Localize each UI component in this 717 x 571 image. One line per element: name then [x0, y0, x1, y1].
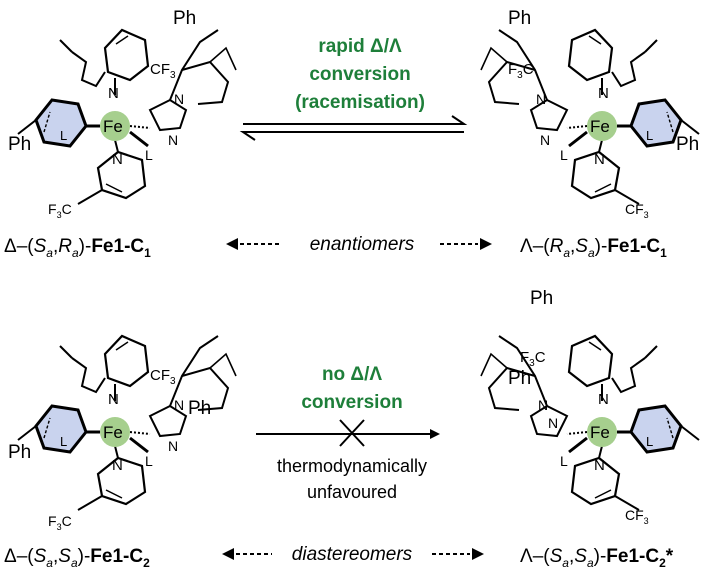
- phenyl-label: Ph: [676, 134, 699, 155]
- f3c-label: F3C: [48, 513, 72, 532]
- n-atom-label: N: [112, 457, 123, 474]
- phenyl-label: Ph: [8, 134, 31, 155]
- cf3-label: CF3: [150, 367, 176, 387]
- forward-half-arrow: [243, 115, 468, 125]
- phenyl-label: Ph: [508, 8, 531, 29]
- blocked-line-2: conversion: [301, 392, 402, 413]
- ligand-l-label: L: [646, 434, 653, 449]
- phenyl-label: Ph: [173, 8, 196, 29]
- n-atom-label: N: [168, 132, 178, 148]
- diastereomers-relation: diastereomers: [222, 544, 484, 565]
- n-atom-label: N: [174, 91, 184, 107]
- enantiomers-relation: enantiomers: [226, 234, 492, 255]
- f3c-label: F3C: [520, 349, 546, 369]
- f3c-label: F3C: [48, 201, 72, 220]
- blocked-conversion: no Δ/Λ conversion thermodynamically unfa…: [256, 364, 440, 502]
- cross-mark: [339, 419, 365, 447]
- complex-top-right: Fe Ph Ph N N N N L L F3C CF3: [479, 8, 701, 220]
- f3c-label: F3C: [508, 61, 534, 81]
- ligand-l-label: L: [145, 453, 153, 469]
- fe-atom-label: Fe: [103, 423, 123, 442]
- ligand-l-label: L: [60, 128, 67, 143]
- phenyl-label: Ph: [508, 368, 531, 389]
- n-atom-label: N: [108, 85, 119, 102]
- n-atom-label: N: [108, 391, 119, 408]
- ligand-l-label: L: [145, 147, 153, 163]
- fe-atom-label: Fe: [590, 423, 610, 442]
- compound-label-top-left: Δ–(Sa,Ra)-Fe1-C1: [4, 236, 151, 260]
- ligand-l-label: L: [60, 434, 67, 449]
- n-atom-label: N: [112, 151, 123, 168]
- fe-atom-label: Fe: [590, 117, 610, 136]
- fe-atom-label: Fe: [103, 117, 123, 136]
- n-atom-label: N: [594, 151, 605, 168]
- compound-label-top-right: Λ–(Ra,Sa)-Fe1-C1: [520, 236, 667, 260]
- equilibrium-line-2: conversion: [309, 64, 410, 85]
- cf3-label: CF3: [625, 201, 649, 220]
- ligand-l-label: L: [560, 453, 568, 469]
- cf3-label: CF3: [625, 507, 649, 526]
- compound-label-bottom-left: Δ–(Sa,Sa)-Fe1-C2: [4, 546, 150, 570]
- n-atom-label: N: [538, 397, 548, 413]
- phenyl-label: Ph: [8, 442, 31, 463]
- reason-line-2: unfavoured: [307, 482, 397, 502]
- n-atom-label: N: [548, 415, 558, 431]
- ligand-l-label: L: [560, 147, 568, 163]
- n-atom-label: N: [174, 397, 184, 413]
- complex-bottom-right: Fe Ph Ph N N N N L L F3C CF3: [479, 288, 701, 526]
- enantiomers-label: enantiomers: [310, 234, 415, 255]
- equilibrium-line-1: rapid Δ/Λ: [318, 36, 402, 57]
- reverse-half-arrow: [239, 131, 464, 141]
- complex-top-left: Fe Ph Ph N N N N L L CF3 F3C: [8, 8, 238, 220]
- n-atom-label: N: [598, 391, 609, 408]
- n-atom-label: N: [536, 91, 546, 107]
- n-atom-label: N: [594, 457, 605, 474]
- n-atom-label: N: [168, 438, 178, 454]
- n-atom-label: N: [598, 85, 609, 102]
- equilibrium-line-3: (racemisation): [295, 92, 425, 113]
- diastereomers-label: diastereomers: [292, 544, 413, 565]
- complex-bottom-left: Fe Ph Ph N N N N L L CF3 F3C: [8, 334, 238, 532]
- reason-line-1: thermodynamically: [277, 456, 427, 476]
- ligand-l-label: L: [646, 128, 653, 143]
- blocked-line-1: no Δ/Λ: [322, 364, 382, 385]
- n-atom-label: N: [540, 132, 550, 148]
- equilibrium-arrows: rapid Δ/Λ conversion (racemisation): [239, 36, 468, 141]
- phenyl-label: Ph: [188, 398, 211, 419]
- compound-label-bottom-right: Λ–(Sa,Sa)-Fe1-C2*: [520, 546, 674, 570]
- cf3-label: CF3: [150, 61, 176, 81]
- phenyl-label: Ph: [530, 288, 553, 309]
